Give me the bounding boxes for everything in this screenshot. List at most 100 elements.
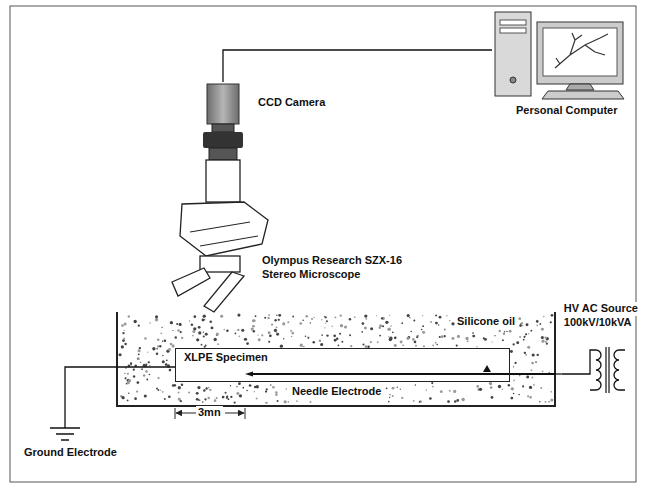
oil-speck	[514, 362, 516, 364]
oil-speck	[529, 396, 532, 399]
oil-speck	[256, 398, 258, 400]
oil-speck	[422, 315, 423, 316]
oil-speck	[537, 354, 539, 356]
oil-speck	[149, 374, 151, 376]
oil-speck	[525, 333, 527, 335]
oil-speck	[198, 326, 201, 329]
oil-speck	[236, 386, 237, 387]
oil-speck	[386, 387, 388, 389]
oil-speck	[121, 324, 124, 327]
xlpe-specimen: XLPE Specimen	[175, 348, 510, 382]
oil-speck	[145, 364, 147, 366]
oil-speck	[489, 382, 492, 385]
oil-speck	[265, 390, 267, 392]
device-label: Personal Computer	[514, 104, 619, 118]
oil-speck	[325, 316, 327, 318]
oil-speck	[217, 343, 219, 345]
oil-speck	[202, 401, 204, 403]
oil-speck	[319, 339, 321, 341]
oil-speck	[533, 384, 534, 385]
oil-speck	[122, 339, 125, 342]
oil-speck	[177, 329, 180, 332]
oil-speck	[490, 386, 493, 389]
oil-speck	[491, 396, 494, 399]
oil-speck	[456, 344, 458, 346]
oil-speck	[178, 391, 180, 393]
oil-speck	[388, 401, 390, 403]
oil-speck	[157, 389, 159, 391]
oil-speck	[413, 400, 415, 402]
oil-speck	[472, 332, 474, 334]
oil-speck	[452, 337, 455, 340]
device-label: Olympus Research SZX-16 Stereo Microscop…	[260, 254, 420, 282]
oil-speck	[226, 330, 228, 332]
oil-speck	[268, 331, 271, 334]
oil-speck	[282, 322, 285, 325]
camera-body	[207, 84, 239, 124]
microscope-eyepiece	[204, 272, 244, 312]
oil-speck	[426, 389, 427, 390]
oil-speck	[137, 381, 140, 384]
oil-speck	[333, 335, 336, 338]
oil-speck	[230, 385, 231, 386]
oil-speck	[419, 401, 421, 403]
oil-speck	[341, 341, 343, 343]
part-label: Ground Electrode	[22, 446, 119, 460]
oil-speck	[127, 373, 129, 375]
oil-speck	[513, 380, 515, 382]
oil-speck	[392, 331, 394, 333]
label-holder: Ground Electrode	[22, 446, 119, 460]
oil-speck	[207, 397, 210, 400]
oil-speck	[156, 348, 158, 350]
oil-speck	[397, 387, 398, 388]
oil-speck	[444, 328, 446, 330]
device-label: XLPE Specimen	[182, 351, 270, 365]
oil-speck	[379, 335, 381, 337]
oil-speck	[189, 320, 191, 322]
oil-speck	[472, 335, 475, 338]
oil-speck	[214, 399, 217, 402]
oil-speck	[416, 336, 418, 338]
oil-speck	[326, 320, 328, 322]
oil-speck	[124, 343, 126, 345]
oil-speck	[258, 338, 261, 341]
device-label: HV AC Source	[562, 302, 640, 316]
oil-speck	[531, 369, 533, 371]
oil-speck	[236, 392, 239, 395]
oil-speck	[152, 347, 155, 350]
oil-speck	[522, 325, 524, 327]
oil-speck	[138, 349, 141, 352]
oil-speck	[162, 341, 164, 343]
microscope-node: Olympus Research SZX-16 Stereo Microscop…	[160, 160, 270, 312]
oil-speck	[172, 330, 173, 331]
oil-speck	[511, 387, 514, 390]
transformer-coil	[614, 350, 625, 390]
oil-speck	[544, 336, 546, 338]
oil-speck	[540, 387, 542, 389]
oil-speck	[523, 339, 525, 341]
oil-speck	[504, 331, 505, 332]
oil-speck	[168, 348, 171, 351]
oil-speck	[503, 332, 505, 334]
oil-speck	[276, 315, 277, 316]
figure-frame	[10, 6, 636, 482]
oil-speck	[162, 355, 163, 356]
oil-speck	[325, 323, 326, 324]
oil-speck	[149, 322, 151, 324]
oil-speck	[141, 368, 143, 370]
oil-speck	[306, 315, 308, 317]
oil-speck	[276, 327, 278, 329]
oil-speck	[339, 333, 341, 335]
oil-speck	[394, 344, 397, 347]
oil-speck	[176, 323, 178, 325]
oil-speck	[516, 341, 519, 344]
oil-speck	[268, 341, 270, 343]
oil-speck	[430, 321, 431, 322]
oil-speck	[128, 315, 130, 317]
signal-cable	[555, 373, 562, 374]
oil-speck	[179, 323, 182, 326]
camera-ring	[203, 132, 243, 148]
oil-speck	[512, 343, 514, 345]
oil-speck	[489, 383, 492, 386]
